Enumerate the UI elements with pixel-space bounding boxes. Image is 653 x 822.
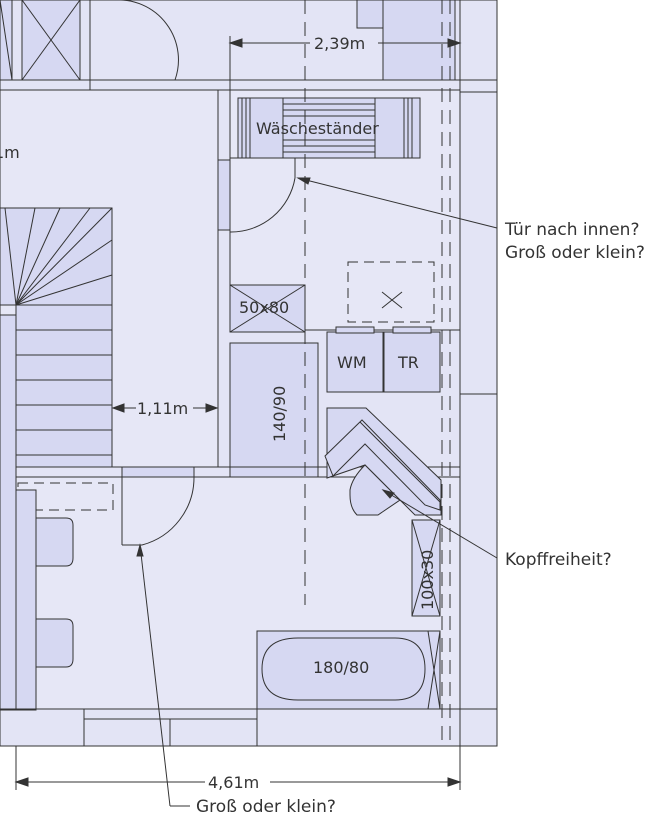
bathtub — [256, 630, 441, 710]
partial-dimension-label: 1m — [0, 143, 20, 162]
washer-dryer — [326, 326, 441, 393]
shower — [229, 342, 319, 478]
shower-label: 140/90 — [270, 386, 289, 442]
passage-dimension-label: 1,11m — [137, 399, 188, 418]
door-inward-question: Tür nach innen? — [504, 220, 639, 240]
passage-dimension — [111, 403, 219, 413]
washing-machine-label: WM — [337, 353, 367, 372]
staircase — [0, 207, 113, 468]
sink-lower — [35, 618, 74, 668]
drying-rack-label: Wäscheständer — [256, 119, 379, 138]
leader-lines — [136, 177, 498, 807]
top-width-dimension — [228, 36, 462, 90]
total-width-label: 4,61m — [208, 773, 259, 792]
headroom-question: Kopffreiheit? — [505, 550, 612, 570]
dashed-structure-lines — [304, 0, 451, 746]
dashed-shelf — [347, 261, 435, 323]
bathtub-label: 180/80 — [313, 658, 369, 677]
top-width-label: 2,39m — [314, 34, 365, 53]
drying-rack — [237, 97, 421, 159]
top-door-arc — [115, 0, 179, 81]
dryer-label: TR — [397, 353, 419, 372]
top-right-cabinet — [382, 0, 456, 81]
laundry-door-arc — [229, 177, 296, 233]
toilet-corner — [324, 407, 442, 516]
total-width-dimension — [14, 746, 462, 790]
door-size-question-top: Groß oder klein? — [505, 243, 645, 263]
top-cabinets — [0, 0, 81, 81]
sink-upper — [35, 517, 74, 567]
cabinet-label: 50x80 — [239, 298, 289, 317]
toilet-box — [411, 519, 441, 617]
toilet-box-label: 100x30 — [418, 550, 437, 610]
bathroom-door-arc — [141, 476, 195, 546]
door-size-question-bottom: Groß oder klein? — [196, 797, 336, 817]
